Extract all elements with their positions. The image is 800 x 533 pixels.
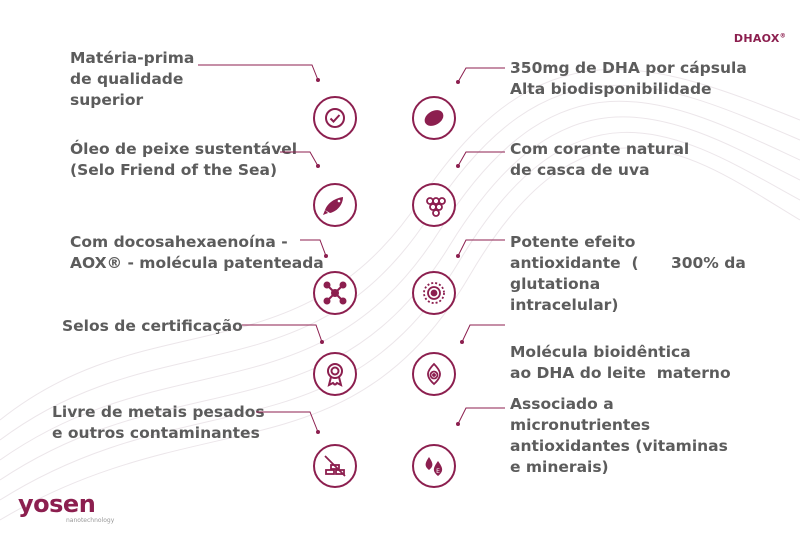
feature-raw-material: Matéria-prima de qualidade superior [70,49,195,109]
feature-bioidentical-dha: Molécula bioidêntica ao DHA do leite mat… [510,343,731,382]
molecule-icon [313,271,357,315]
feature-patented-molecule: Com docosahexaenoína - AOX® - molécula p… [70,233,324,272]
brand-name: DHAOX [733,32,780,45]
yosen-logo: yosen [18,490,96,518]
brand-logo: DHAOX® [734,32,786,45]
feature-sustainable-fish-oil: Óleo de peixe sustentável (Selo Friend o… [70,140,298,179]
feature-certification-seals: Selos de certificação [62,317,243,335]
feature-heavy-metal-free: Livre de metais pesados e outros contami… [52,403,265,442]
svg-text:E: E [436,468,440,475]
feature-micronutrients: Associado a micronutrientes antioxidante… [510,395,728,476]
feature-grape-colorant: Com corante natural de casca de uva [510,140,690,179]
no-metal-bars-icon [313,444,357,488]
yosen-logo-subtitle: nanotechnology [66,517,115,524]
brand-mark: ® [779,32,786,40]
feature-antioxidant-effect: Potente efeito antioxidante ( 300% da gl… [510,233,746,314]
capsule-icon [412,96,456,140]
feature-dha-per-capsule: 350mg de DHA por cápsula Alta biodisponi… [510,59,747,98]
badge-check-icon [313,96,357,140]
fish-icon [313,183,357,227]
grape-icon [412,183,456,227]
award-ribbon-icon [313,352,357,396]
antioxidant-cell-icon [412,271,456,315]
vitamin-drop-icon: E [412,444,456,488]
breast-milk-icon [412,352,456,396]
